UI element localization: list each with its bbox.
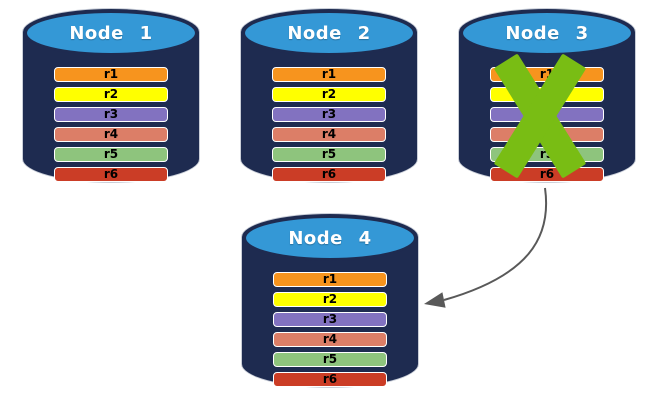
node-3-row-r5: r5 <box>490 147 604 162</box>
node-1-row-r2: r2 <box>54 87 168 102</box>
node-2-row-r6: r6 <box>272 167 386 182</box>
arrow-head <box>424 292 446 308</box>
node-1-row-r6: r6 <box>54 167 168 182</box>
node-1-row-r3: r3 <box>54 107 168 122</box>
node-3-row-stack: r1 r2 r3 r4 r5 r6 <box>490 67 604 187</box>
node-2-row-r3: r3 <box>272 107 386 122</box>
node-3-row-r2: r2 <box>490 87 604 102</box>
node-2-row-r4: r4 <box>272 127 386 142</box>
node-1-row-r1: r1 <box>54 67 168 82</box>
node-2-row-r1: r1 <box>272 67 386 82</box>
node-2-row-stack: r1 r2 r3 r4 r5 r6 <box>272 67 386 187</box>
node-1-cylinder-top: Node 1 <box>24 10 198 56</box>
node-3-row-r1: r1 <box>490 67 604 82</box>
node-2-row-r2: r2 <box>272 87 386 102</box>
node-3-row-r4: r4 <box>490 127 604 142</box>
node-1-row-stack: r1 r2 r3 r4 r5 r6 <box>54 67 168 187</box>
node-4-row-r4: r4 <box>273 332 387 347</box>
node-3-row-r6: r6 <box>490 167 604 182</box>
node-4-label: Node 4 <box>288 227 372 249</box>
node-4-row-r1: r1 <box>273 272 387 287</box>
node-4-row-stack: r1 r2 r3 r4 r5 r6 <box>273 272 387 392</box>
node-4-row-r3: r3 <box>273 312 387 327</box>
node-2-label: Node 2 <box>287 22 371 44</box>
node-1-label: Node 1 <box>69 22 153 44</box>
node-3-label: Node 3 <box>505 22 589 44</box>
node-2-row-r5: r5 <box>272 147 386 162</box>
node-1: Node 1 r1 r2 r3 r4 r5 r6 <box>22 8 200 183</box>
node-3-row-r3: r3 <box>490 107 604 122</box>
node-3-cylinder-top: Node 3 <box>460 10 634 56</box>
replication-arrow <box>424 187 548 308</box>
node-4: Node 4 r1 r2 r3 r4 r5 r6 <box>241 213 419 388</box>
node-3: Node 3 r1 r2 r3 r4 r5 r6 <box>458 8 636 183</box>
node-4-row-r2: r2 <box>273 292 387 307</box>
node-4-cylinder-top: Node 4 <box>243 215 417 261</box>
node-4-row-r6: r6 <box>273 372 387 387</box>
node-1-row-r5: r5 <box>54 147 168 162</box>
node-4-row-r5: r5 <box>273 352 387 367</box>
node-2-cylinder-top: Node 2 <box>242 10 416 56</box>
node-2: Node 2 r1 r2 r3 r4 r5 r6 <box>240 8 418 183</box>
node-1-row-r4: r4 <box>54 127 168 142</box>
arrow-curve <box>443 187 548 301</box>
